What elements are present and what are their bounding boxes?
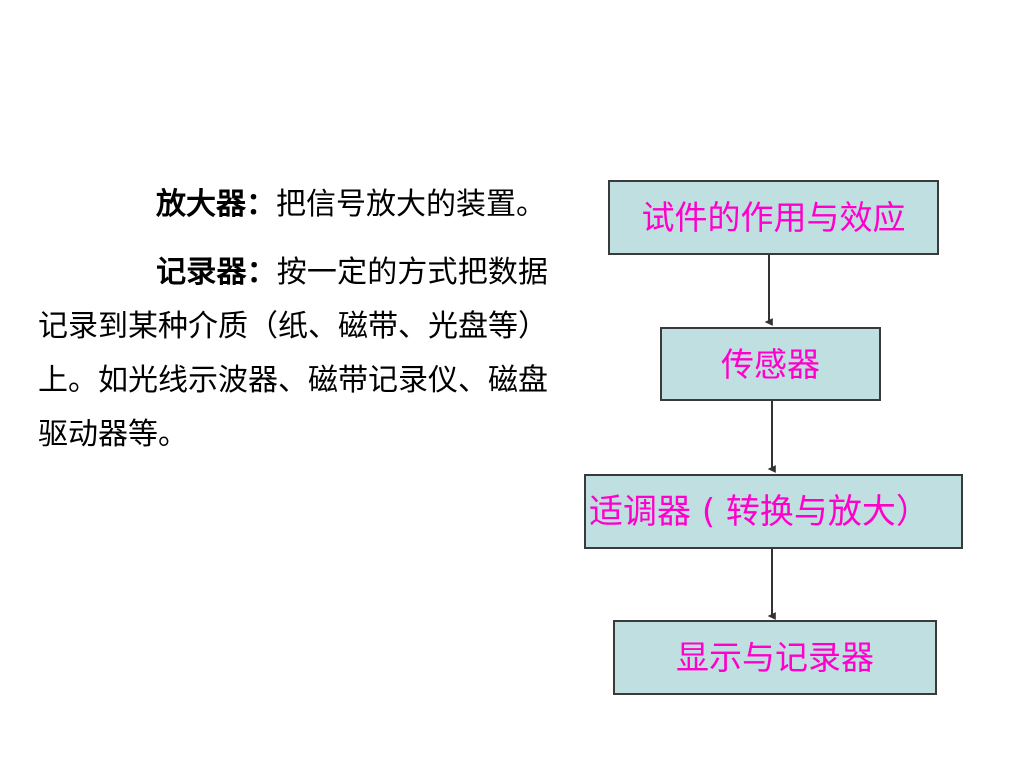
term-colon: ： [246,255,277,290]
term-colon: ： [246,187,276,222]
node-label: 传感器 [721,344,820,384]
term-amplifier: 放大器 [156,187,246,222]
paragraph-recorder: 记录器：按一定的方式把数据记录到某种介质（纸、磁带、光盘等）上。如光线示波器、磁… [38,246,548,462]
term-recorder: 记录器 [156,255,247,290]
node-label: 试件的作用与效应 [641,198,906,237]
text-column: 放大器：把信号放大的装置。 记录器：按一定的方式把数据记录到某种介质（纸、磁带、… [38,178,548,462]
paragraph-amplifier: 放大器：把信号放大的装置。 [38,178,548,232]
paragraph-recorder-body: 按一定的方式把数据记录到某种介质（纸、磁带、光盘等）上。如光线示波器、磁带记录仪… [38,255,549,452]
flowchart-node-display-recorder[interactable]: 显示与记录器 [613,620,937,695]
flowchart-node-conditioner[interactable]: 适调器 ( 转换与放大） [584,474,963,549]
node-label: 适调器 ( 转换与放大） [589,491,930,532]
paragraph-amplifier-body: 把信号放大的装置。 [276,187,546,222]
flowchart-node-sensor[interactable]: 传感器 [660,327,881,401]
flowchart-node-specimen-effect[interactable]: 试件的作用与效应 [608,180,939,255]
node-label: 显示与记录器 [676,638,874,677]
